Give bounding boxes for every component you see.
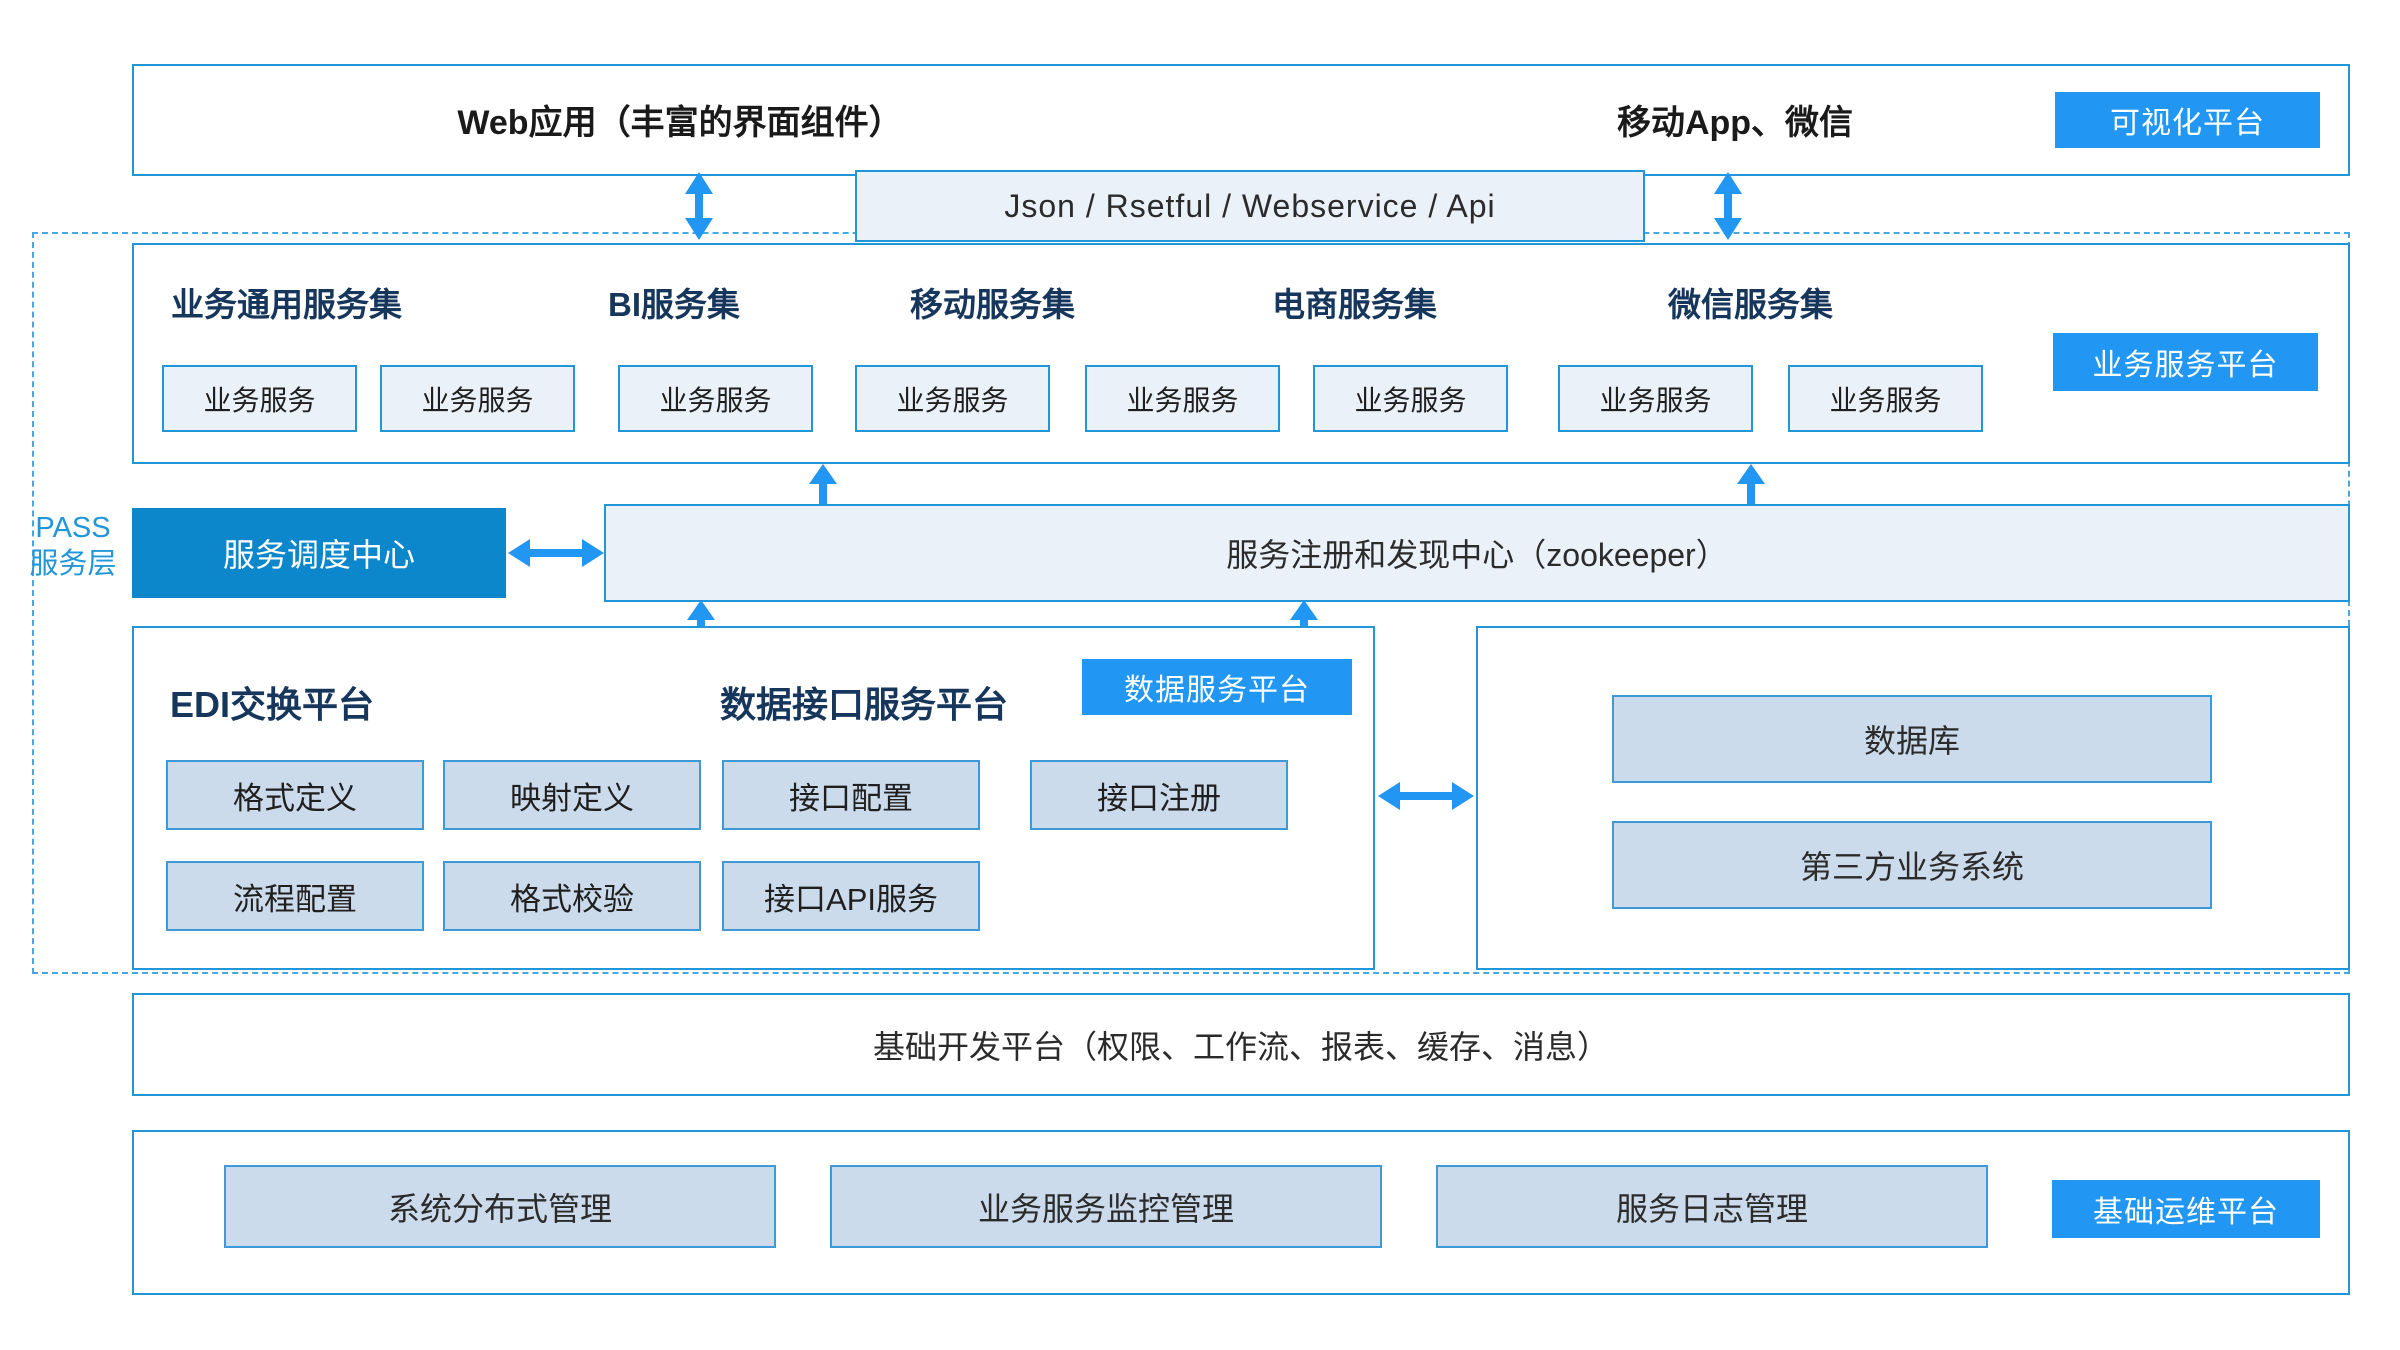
service-box: 业务服务 bbox=[1085, 365, 1280, 432]
edi-item-box: 格式定义 bbox=[166, 760, 424, 830]
arrow-web-to-service bbox=[678, 172, 720, 240]
service-box-label: 业务服务 bbox=[1829, 384, 1942, 416]
edi-item-label: 流程配置 bbox=[233, 881, 357, 917]
edi-item-label: 格式校验 bbox=[510, 881, 634, 917]
service-box: 业务服务 bbox=[162, 365, 357, 432]
edi-item-label: 格式定义 bbox=[233, 780, 357, 816]
ops-item-label: 服务日志管理 bbox=[1615, 1190, 1808, 1227]
data-api-item-box: 接口配置 bbox=[722, 760, 980, 830]
group-title-bi: BI服务集 bbox=[608, 286, 740, 323]
service-box: 业务服务 bbox=[1788, 365, 1983, 432]
data-api-item-box: 接口API服务 bbox=[722, 861, 980, 931]
mobile-app-label: 移动App、微信 bbox=[1616, 103, 1854, 142]
service-box: 业务服务 bbox=[855, 365, 1050, 432]
service-registry-label: 服务注册和发现中心（zookeeper） bbox=[1226, 537, 1728, 573]
pass-layer-label-line2: 服务层 bbox=[29, 548, 117, 581]
ops-platform-badge[interactable]: 基础运维平台 bbox=[2052, 1180, 2320, 1238]
pass-layer-label-line1: PASS bbox=[35, 512, 111, 544]
third-party-system-box: 第三方业务系统 bbox=[1612, 821, 2212, 909]
service-box-label: 业务服务 bbox=[203, 384, 316, 416]
pass-layer-label: PASS 服务层 bbox=[18, 510, 128, 583]
api-protocol-label: Json / Rsetful / Webservice / Api bbox=[1004, 187, 1496, 224]
arrow-mobile-to-service bbox=[1707, 172, 1749, 240]
service-box-label: 业务服务 bbox=[659, 384, 772, 416]
group-title-ecommerce: 电商服务集 bbox=[1272, 286, 1437, 323]
ops-item-box: 服务日志管理 bbox=[1436, 1165, 1988, 1248]
dev-platform-label: 基础开发平台（权限、工作流、报表、缓存、消息） bbox=[872, 1028, 1609, 1065]
service-box: 业务服务 bbox=[380, 365, 575, 432]
service-box-label: 业务服务 bbox=[1126, 384, 1239, 416]
data-api-item-label: 接口API服务 bbox=[764, 881, 938, 917]
service-box-label: 业务服务 bbox=[1599, 384, 1712, 416]
dev-platform-box: 基础开发平台（权限、工作流、报表、缓存、消息） bbox=[132, 993, 2350, 1096]
data-service-platform-badge[interactable]: 数据服务平台 bbox=[1082, 659, 1352, 715]
api-protocol-bar: Json / Rsetful / Webservice / Api bbox=[855, 170, 1645, 242]
visualization-platform-badge[interactable]: 可视化平台 bbox=[2055, 92, 2320, 148]
third-party-system-label: 第三方业务系统 bbox=[1799, 849, 2024, 885]
ops-item-label: 系统分布式管理 bbox=[387, 1190, 612, 1227]
external-systems-box bbox=[1476, 626, 2350, 970]
data-api-item-label: 接口配置 bbox=[789, 780, 913, 816]
arrow-scheduler-to-registry bbox=[508, 532, 604, 574]
database-box: 数据库 bbox=[1612, 695, 2212, 783]
service-registry-box: 服务注册和发现中心（zookeeper） bbox=[604, 504, 2350, 602]
group-title-wechat: 微信服务集 bbox=[1668, 286, 1833, 323]
data-api-item-box: 接口注册 bbox=[1030, 760, 1288, 830]
edi-item-box: 映射定义 bbox=[443, 760, 701, 830]
service-box-label: 业务服务 bbox=[896, 384, 1009, 416]
data-api-item-label: 接口注册 bbox=[1097, 780, 1221, 816]
group-title-common: 业务通用服务集 bbox=[171, 286, 402, 323]
data-api-platform-title: 数据接口服务平台 bbox=[720, 684, 1009, 725]
service-box: 业务服务 bbox=[1558, 365, 1753, 432]
business-service-platform-badge[interactable]: 业务服务平台 bbox=[2053, 333, 2318, 391]
edi-platform-title: EDI交换平台 bbox=[170, 684, 375, 725]
service-scheduler-box: 服务调度中心 bbox=[132, 508, 506, 598]
edi-item-box: 格式校验 bbox=[443, 861, 701, 931]
service-box-label: 业务服务 bbox=[421, 384, 534, 416]
service-box: 业务服务 bbox=[1313, 365, 1508, 432]
group-title-mobile: 移动服务集 bbox=[910, 286, 1075, 323]
edi-item-label: 映射定义 bbox=[510, 780, 634, 816]
edi-item-box: 流程配置 bbox=[166, 861, 424, 931]
ops-item-box: 系统分布式管理 bbox=[224, 1165, 776, 1248]
arrow-data-service-to-external bbox=[1378, 775, 1474, 817]
service-box-label: 业务服务 bbox=[1354, 384, 1467, 416]
service-box: 业务服务 bbox=[618, 365, 813, 432]
service-scheduler-label: 服务调度中心 bbox=[222, 537, 415, 573]
ops-item-label: 业务服务监控管理 bbox=[977, 1190, 1234, 1227]
web-app-label: Web应用（丰富的界面组件） bbox=[457, 103, 903, 142]
ops-item-box: 业务服务监控管理 bbox=[830, 1165, 1382, 1248]
database-label: 数据库 bbox=[1863, 723, 1960, 759]
